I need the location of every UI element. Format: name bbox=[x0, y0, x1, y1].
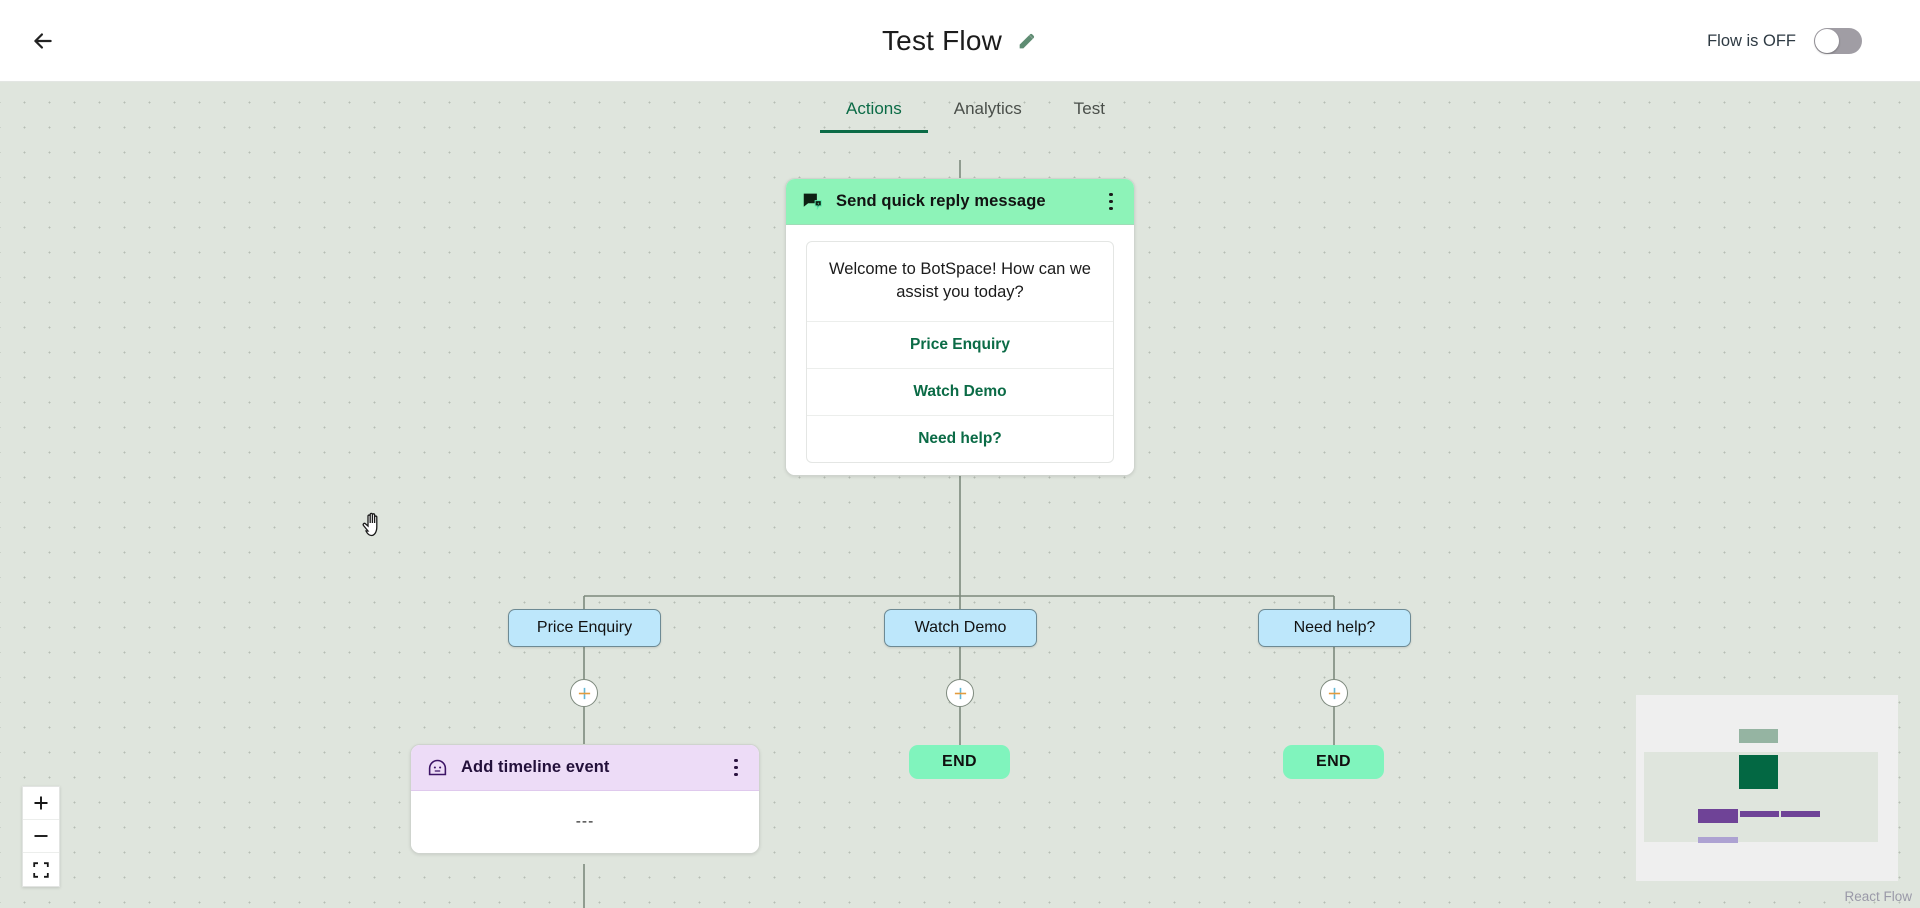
flow-tabs: Actions Analytics Test bbox=[820, 87, 1131, 133]
minimap-node-quick-reply bbox=[1739, 755, 1778, 789]
tab-test-label: Test bbox=[1073, 99, 1105, 118]
minimap-node-end-2 bbox=[1781, 811, 1820, 817]
flow-toggle-group: Flow is OFF bbox=[1707, 0, 1862, 82]
flow-title-group: Test Flow bbox=[0, 0, 1920, 82]
tab-analytics[interactable]: Analytics bbox=[928, 87, 1048, 133]
node-body: --- bbox=[411, 791, 759, 853]
plus-icon bbox=[578, 687, 590, 699]
app-header: Test Flow Flow is OFF bbox=[0, 0, 1920, 82]
branch-node-need-help[interactable]: Need help? bbox=[1258, 609, 1411, 647]
minimap-node-timeline bbox=[1698, 809, 1738, 823]
quick-reply-option-need-help[interactable]: Need help? bbox=[807, 414, 1113, 462]
kebab-menu-icon[interactable] bbox=[727, 757, 745, 779]
pencil-icon[interactable] bbox=[1016, 30, 1038, 52]
minus-icon bbox=[34, 835, 48, 837]
minimap-node-partial bbox=[1698, 837, 1738, 843]
zoom-in-button[interactable] bbox=[23, 787, 59, 820]
plus-icon bbox=[34, 796, 48, 810]
fit-view-button[interactable] bbox=[23, 853, 59, 886]
minimap-node-quick-reply-header bbox=[1739, 729, 1778, 743]
back-button[interactable] bbox=[22, 20, 64, 62]
end-node-label: END bbox=[1316, 753, 1351, 770]
end-node-need-help[interactable]: END bbox=[1283, 745, 1384, 779]
canvas-minimap[interactable] bbox=[1636, 695, 1898, 881]
fit-view-icon bbox=[33, 861, 49, 878]
flow-enable-toggle[interactable] bbox=[1814, 28, 1862, 54]
quick-reply-message-text: Welcome to BotSpace! How can we assist y… bbox=[829, 260, 1091, 302]
node-header: Send quick reply message bbox=[786, 179, 1134, 225]
flow-canvas[interactable]: Actions Analytics Test bbox=[0, 82, 1920, 908]
node-title: Add timeline event bbox=[461, 758, 610, 776]
add-node-need-help-button[interactable] bbox=[1320, 679, 1348, 707]
flow-edges bbox=[583, 160, 1335, 908]
quick-reply-option-watch-demo[interactable]: Watch Demo bbox=[807, 367, 1113, 415]
timeline-event-icon bbox=[428, 759, 447, 776]
kebab-menu-icon[interactable] bbox=[1102, 191, 1120, 213]
branch-node-watch-demo[interactable]: Watch Demo bbox=[884, 609, 1037, 647]
toggle-knob bbox=[1815, 29, 1839, 53]
quick-reply-message-icon bbox=[803, 193, 822, 211]
timeline-event-value: --- bbox=[575, 813, 595, 830]
branch-label: Price Enquiry bbox=[536, 619, 633, 636]
node-title: Send quick reply message bbox=[836, 192, 1046, 210]
tab-analytics-label: Analytics bbox=[953, 99, 1022, 118]
branch-label: Need help? bbox=[1293, 619, 1376, 636]
arrow-left-icon bbox=[34, 33, 52, 49]
add-node-price-enquiry-button[interactable] bbox=[570, 679, 598, 707]
tab-actions[interactable]: Actions bbox=[820, 87, 928, 133]
react-flow-attribution[interactable]: React Flow bbox=[1844, 889, 1912, 904]
plus-icon bbox=[954, 687, 966, 699]
tab-test[interactable]: Test bbox=[1048, 87, 1131, 133]
quick-reply-option-price-enquiry[interactable]: Price Enquiry bbox=[807, 320, 1113, 368]
node-body: Welcome to BotSpace! How can we assist y… bbox=[786, 225, 1134, 475]
node-card[interactable]: Send quick reply message Welcome to BotS… bbox=[785, 178, 1135, 476]
node-header: Add timeline event bbox=[411, 745, 759, 791]
canvas-controls bbox=[22, 786, 60, 887]
branch-node-price-enquiry[interactable]: Price Enquiry bbox=[508, 609, 661, 647]
branch-label: Watch Demo bbox=[914, 619, 1007, 636]
tab-actions-label: Actions bbox=[846, 99, 902, 118]
minimap-node-end-1 bbox=[1740, 811, 1779, 817]
quick-reply-preview: Welcome to BotSpace! How can we assist y… bbox=[806, 241, 1114, 463]
node-add-timeline-event[interactable]: Add timeline event --- bbox=[410, 744, 760, 854]
end-node-label: END bbox=[942, 753, 977, 770]
zoom-out-button[interactable] bbox=[23, 820, 59, 853]
end-node-watch-demo[interactable]: END bbox=[909, 745, 1010, 779]
page-title: Test Flow bbox=[881, 25, 1003, 56]
node-send-quick-reply-message[interactable]: Send quick reply message Welcome to BotS… bbox=[785, 178, 1135, 476]
add-node-watch-demo-button[interactable] bbox=[946, 679, 974, 707]
node-card[interactable]: Add timeline event --- bbox=[410, 744, 760, 854]
plus-icon bbox=[1328, 687, 1340, 699]
flow-status-label: Flow is OFF bbox=[1707, 31, 1796, 50]
